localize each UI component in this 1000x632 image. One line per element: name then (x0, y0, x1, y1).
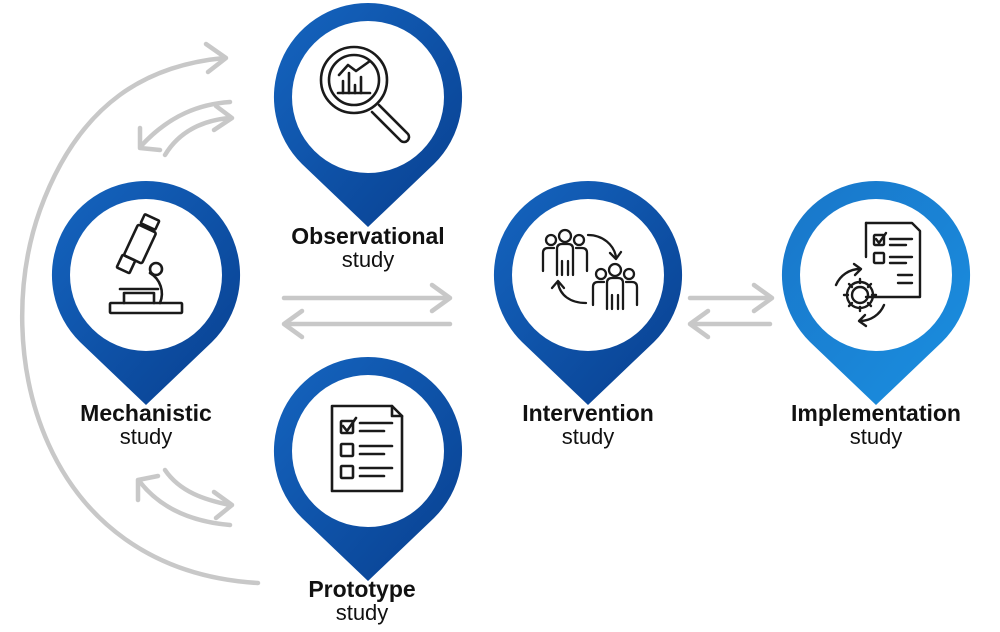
node-subtitle: study (341, 247, 395, 273)
node-subtitle: study (561, 424, 615, 450)
outer-loop-arrow (19, 55, 261, 586)
prototype-pin (273, 356, 463, 581)
intervention-label: Intervention study (488, 401, 688, 448)
node-name: Prototype (308, 576, 416, 602)
intervention-pin (493, 180, 683, 405)
node-name: Observational (291, 223, 445, 249)
node-name: Intervention (522, 400, 654, 426)
upper-arrow-back (139, 99, 233, 148)
node-subtitle: study (335, 600, 389, 626)
observational-pin (273, 2, 463, 227)
node-name: Implementation (791, 400, 961, 426)
document-gear-icon (834, 221, 922, 328)
node-subtitle: study (849, 424, 903, 450)
checklist-icon (330, 404, 404, 493)
upper-arrow-out (162, 115, 233, 158)
implementation-label: Implementation study (766, 401, 986, 448)
outer-loop-arrowhead (203, 41, 229, 75)
connector-arrows (19, 41, 775, 586)
microscope-icon (108, 213, 184, 315)
mechanistic-label: Mechanistic study (46, 401, 246, 448)
lower-arrow-back (137, 479, 233, 528)
implementation-pin (781, 180, 971, 405)
lower-arrow-out (162, 467, 233, 508)
magnifier-chart-icon (319, 45, 411, 144)
node-subtitle: study (119, 424, 173, 450)
observational-label: Observational study (268, 224, 468, 271)
prototype-label: Prototype study (262, 577, 462, 624)
node-name: Mechanistic (80, 400, 212, 426)
mechanistic-pin (51, 180, 241, 405)
group-exchange-icon (541, 228, 639, 311)
